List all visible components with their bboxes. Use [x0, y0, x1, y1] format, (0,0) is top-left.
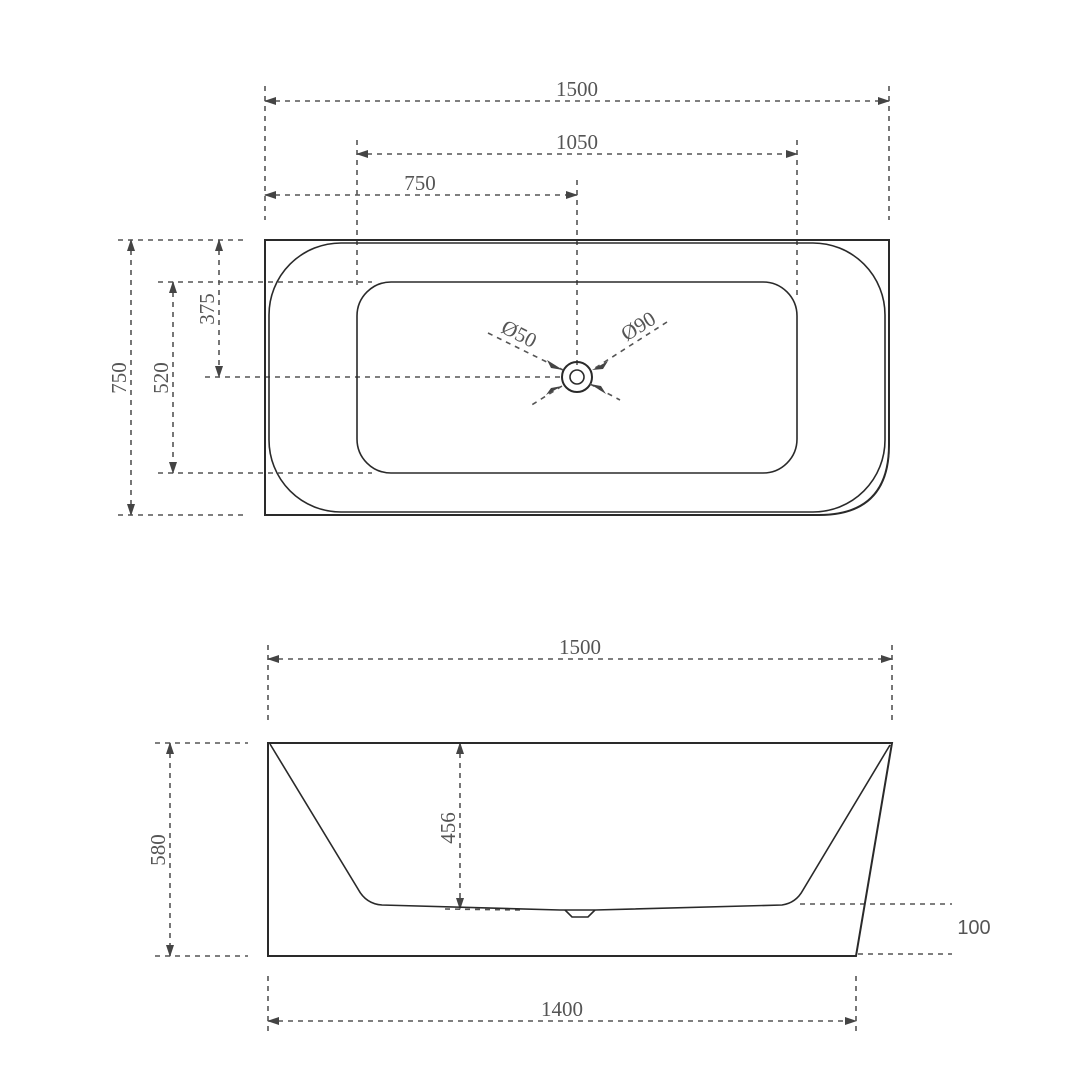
arrow-d90-a	[592, 361, 608, 370]
drain-inner-circle	[569, 369, 585, 385]
tub-side-body	[267, 742, 894, 957]
tub-inner-basin	[356, 281, 798, 474]
dim-label-drain-outer-diameter: Ø90	[617, 306, 660, 346]
dim-label-base-length: 1400	[541, 997, 583, 1021]
arrow-d90-b	[546, 386, 562, 395]
leader-d50	[487, 332, 564, 371]
ext-line-floor	[444, 908, 521, 911]
leader-d90-end	[529, 385, 563, 407]
dim-label-inner-length: 1050	[556, 130, 598, 154]
dim-label-drain-inner-diameter: Ø50	[498, 315, 541, 353]
side-view: 1500 580 456 100 1400	[146, 635, 991, 1035]
drain-outlet	[564, 909, 596, 918]
drain-outer-circle	[561, 361, 593, 393]
dim-label-inner-width: 520	[149, 362, 173, 394]
arrow-d50-a	[547, 360, 563, 370]
arrow-d50-b	[590, 384, 606, 394]
top-view: 1500 1050 750 750 520 375	[107, 77, 890, 516]
dim-label-floor-height: 100	[957, 917, 990, 939]
dim-label-overall-width: 750	[107, 362, 131, 394]
leader-d90	[591, 321, 668, 371]
dim-label-drain-offset-y: 375	[195, 293, 219, 325]
dim-label-overall-length: 1500	[556, 77, 598, 101]
tub-rim-edge	[268, 242, 886, 513]
dim-label-drain-offset-x: 750	[404, 171, 436, 195]
dim-label-interior-depth: 456	[436, 812, 460, 844]
tub-interior-profile	[269, 743, 891, 911]
dim-label-top-length: 1500	[559, 635, 601, 659]
dim-label-overall-height: 580	[146, 834, 170, 866]
tub-outer-rim	[264, 239, 890, 516]
